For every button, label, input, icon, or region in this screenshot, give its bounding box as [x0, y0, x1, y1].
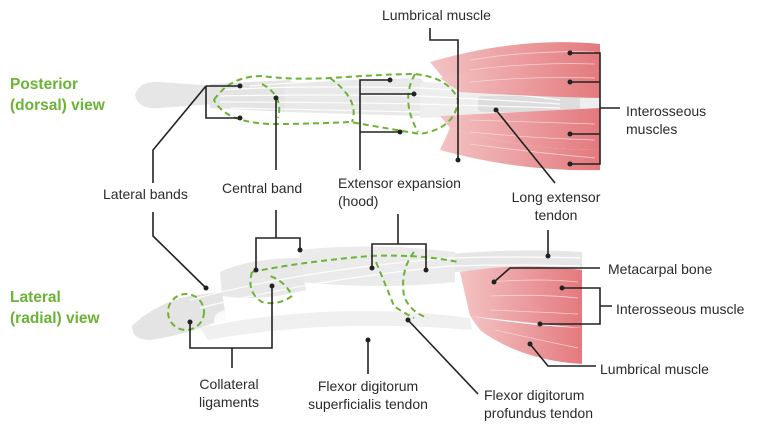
view-posterior-line2: (dorsal) view — [10, 97, 105, 114]
leader-dots — [187, 50, 573, 347]
lumbrical-dorsal-lower — [440, 128, 600, 171]
label-fdp-tendon: Flexor digitorum profundus tendon — [484, 386, 593, 422]
view-lateral-title: Lateral (radial) view — [10, 287, 100, 329]
leader-interosseous-top — [570, 52, 620, 165]
label-interosseous-muscles: Interosseous muscles — [626, 102, 706, 138]
label-collateral-ligaments: Collateral ligaments — [186, 375, 272, 411]
leader-lines — [152, 28, 620, 395]
lumbrical-lateral — [470, 316, 582, 364]
view-posterior-line1: Posterior — [10, 76, 79, 93]
leader-metacarpal — [493, 267, 600, 283]
label-metacarpal-bone: Metacarpal bone — [608, 261, 713, 277]
lateral-hood-outlines — [167, 251, 459, 331]
distal-phalanx-dorsal — [135, 81, 215, 109]
label-collateral-line2: ligaments — [199, 394, 259, 410]
leader-lumbrical-bottom — [529, 343, 596, 367]
label-long-extensor-tendon: Long extensor tendon — [506, 188, 606, 224]
label-lumbrical-muscle-bottom: Lumbrical muscle — [600, 361, 709, 377]
lateral-band-outline-dorsal — [329, 77, 355, 123]
leader-lumbrical-top — [429, 28, 459, 160]
label-extensor-expansion: Extensor expansion (hood) — [338, 174, 461, 210]
leader-extensor-top — [359, 79, 414, 170]
view-posterior-title: Posterior (dorsal) view — [10, 74, 105, 116]
view-lateral-line2: (radial) view — [10, 310, 100, 327]
leader-lateral-bands-top — [152, 85, 240, 183]
label-fdp-line1: Flexor digitorum — [484, 387, 585, 403]
label-interosseous-muscle: Interosseous muscle — [616, 301, 745, 317]
hood-inner-outline — [407, 73, 419, 133]
central-band-lateral — [249, 271, 294, 305]
leader-central-band-bottom — [255, 210, 301, 270]
label-fds-line1: Flexor digitorum — [317, 378, 419, 394]
long-extensor-tendon-dorsal — [478, 96, 580, 112]
label-interosseous-line1: Interosseous — [626, 103, 707, 119]
leader-fdp — [407, 319, 479, 395]
label-extensor-line2: (hood) — [338, 193, 379, 209]
flexor-tendons-lateral — [200, 310, 472, 340]
interosseous-dorsal-lower — [440, 108, 600, 150]
leader-collateral — [189, 286, 273, 368]
interosseous-dorsal-upper — [440, 63, 600, 98]
label-fdp-line2: profundus tendon — [484, 405, 593, 421]
label-interosseous-line2: muscles — [626, 121, 678, 137]
leader-extensor-bottom — [371, 214, 427, 270]
lateral-muscles — [460, 266, 582, 364]
label-long-extensor-line1: Long extensor — [511, 189, 601, 205]
posterior-muscles — [430, 42, 600, 171]
label-lateral-bands: Lateral bands — [103, 186, 188, 202]
view-lateral-line1: Lateral — [10, 289, 61, 306]
label-fds-line2: superficialis tendon — [308, 396, 428, 412]
label-long-extensor-line2: tendon — [534, 207, 578, 223]
label-central-band: Central band — [222, 180, 303, 196]
label-lumbrical-muscle-top: Lumbrical muscle — [382, 7, 491, 23]
hood-vertical-lateral-2 — [402, 251, 429, 319]
collateral-ligament-outline — [167, 293, 205, 331]
hood-vertical-lateral-1 — [375, 261, 415, 319]
label-fds-tendon: Flexor digitorum superficialis tendon — [296, 377, 440, 413]
leader-interosseous-bottom — [540, 287, 612, 325]
hood-outline-lateral — [251, 254, 459, 273]
label-collateral-line1: Collateral — [199, 376, 259, 392]
leader-long-extensor — [495, 109, 556, 184]
label-extensor-line1: Extensor expansion — [338, 175, 461, 191]
leader-lateral-bands-bottom — [152, 212, 207, 289]
